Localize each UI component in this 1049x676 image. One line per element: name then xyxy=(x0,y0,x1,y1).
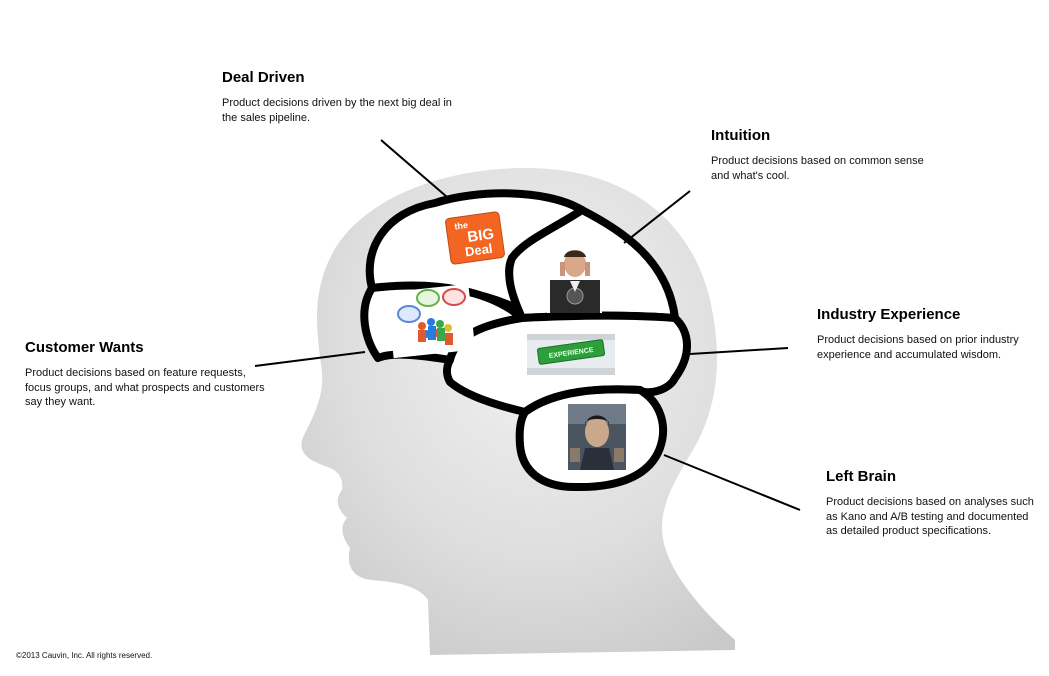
thinking-person-photo-icon xyxy=(547,244,602,313)
big-deal-logo-icon: the BIG Deal xyxy=(445,211,505,265)
logical-character-photo-icon xyxy=(568,404,626,470)
experience-key-icon: EXPERIENCE xyxy=(527,334,615,375)
callout-description: Product decisions based on common sense … xyxy=(711,155,924,182)
copyright-notice: ©2013 Cauvin, Inc. All rights reserved. xyxy=(16,651,153,660)
big-deal-line1: the xyxy=(454,220,469,232)
big-deal-line2: BIG xyxy=(466,225,495,246)
callout-description: Product decisions based on analyses such… xyxy=(826,496,1034,537)
big-deal-line3: Deal xyxy=(464,241,493,260)
callout-description: Product decisions based on prior industr… xyxy=(817,334,1019,361)
callout-intuition: Intuition Product decisions based on com… xyxy=(711,127,926,183)
leader-lines xyxy=(254,139,801,511)
brain xyxy=(360,189,691,492)
leader-left-brain xyxy=(663,454,801,511)
callout-title: Intuition xyxy=(711,127,771,144)
callout-title: Deal Driven xyxy=(222,69,305,86)
callout-left-brain: Left Brain Product decisions based on an… xyxy=(826,468,1041,539)
leader-industry-experience xyxy=(689,347,789,355)
callout-title: Customer Wants xyxy=(25,339,144,356)
callout-customer-wants: Customer Wants Product decisions based o… xyxy=(25,339,265,410)
callout-description: Product decisions driven by the next big… xyxy=(222,97,452,124)
leader-customer-wants xyxy=(254,351,366,367)
callout-title: Left Brain xyxy=(826,468,897,485)
callout-description: Product decisions based on feature reque… xyxy=(25,367,265,408)
leader-intuition xyxy=(623,190,691,244)
leader-deal-driven xyxy=(380,139,448,198)
callout-industry-experience: Industry Experience Product decisions ba… xyxy=(817,306,1032,362)
callout-title: Industry Experience xyxy=(817,306,961,323)
crowd-speech-bubbles-icon xyxy=(386,283,476,359)
callout-deal-driven: Deal Driven Product decisions driven by … xyxy=(222,69,462,125)
